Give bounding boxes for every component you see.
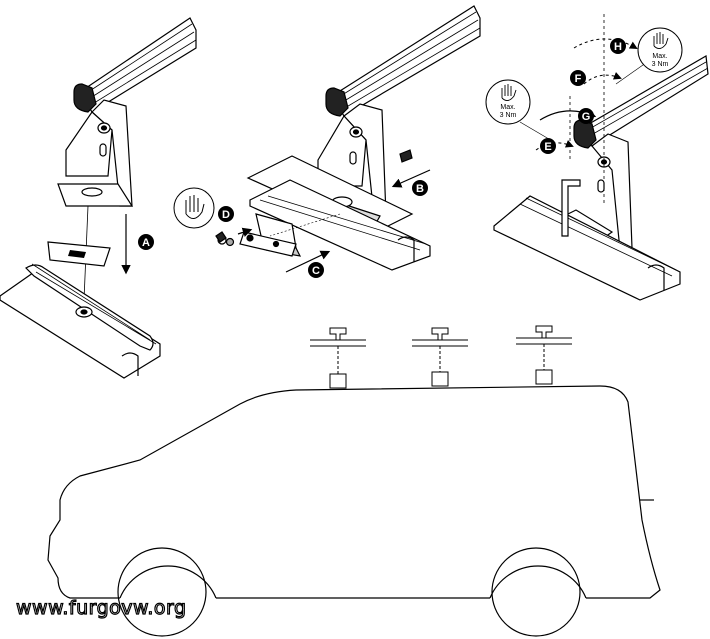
clamp-2 — [239, 213, 302, 257]
svg-text:A: A — [142, 237, 150, 249]
svg-text:H: H — [614, 41, 622, 53]
panel-3-assembly — [493, 14, 709, 301]
step-label-c: C — [308, 262, 324, 278]
torque-note-right-line2: 3 Nm — [652, 61, 669, 68]
panel-2-assembly — [215, 5, 481, 273]
svg-text:F: F — [575, 73, 582, 85]
svg-text:D: D — [222, 209, 230, 221]
roof-rail-1 — [0, 263, 161, 379]
svg-text:G: G — [582, 111, 591, 123]
hand-icon — [501, 84, 517, 101]
torque-note-left-line1: Max. — [500, 104, 515, 111]
roof-rail-2 — [249, 179, 431, 271]
arrow-d — [237, 227, 253, 237]
torque-note-left-line2: 3 Nm — [500, 112, 517, 119]
van-outline — [47, 385, 661, 637]
svg-text:C: C — [312, 265, 320, 277]
roof-mount-rear — [516, 325, 572, 385]
hand-badge-left: Max. 3 Nm — [485, 79, 531, 125]
roof-mounts — [310, 325, 572, 389]
step-label-f: F — [570, 70, 586, 86]
roof-bar-1 — [73, 17, 197, 113]
torque-note-right-line1: Max. — [652, 53, 667, 60]
step-label-e: E — [540, 138, 556, 154]
foot-1 — [57, 99, 134, 207]
step-label-a: A — [138, 234, 154, 250]
panel-1-assembly — [0, 17, 197, 379]
step-label-h: H — [610, 38, 626, 54]
hand-badge-right: Max. 3 Nm — [637, 27, 683, 73]
roof-bar-2 — [325, 5, 481, 117]
svg-text:B: B — [416, 183, 424, 195]
arrow-b — [391, 169, 431, 188]
svg-text:E: E — [544, 141, 551, 153]
roof-rail-3 — [493, 195, 681, 301]
hand-badge-d — [173, 187, 215, 229]
roof-mount-middle — [412, 327, 468, 387]
roof-mount-front — [310, 327, 366, 389]
hand-icon — [653, 32, 669, 49]
step-label-b: B — [412, 180, 428, 196]
hand-icon — [185, 195, 205, 219]
step-label-d: D — [218, 206, 234, 222]
step-label-g: G — [578, 108, 594, 124]
roof-bar-3 — [573, 55, 709, 149]
arrow-c — [285, 250, 331, 273]
watermark: www.furgovw.org — [15, 596, 187, 619]
allen-key — [561, 179, 581, 237]
